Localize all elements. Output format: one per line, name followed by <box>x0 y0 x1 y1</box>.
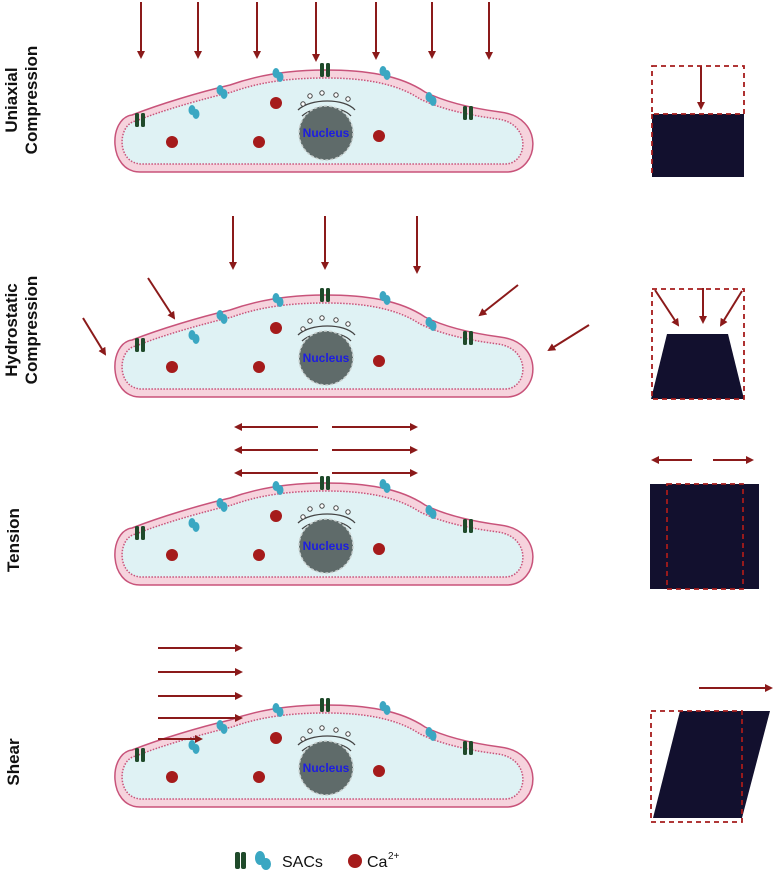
sac-blue <box>216 720 228 734</box>
sac-blue <box>216 310 228 324</box>
sac-blue <box>216 85 228 99</box>
sac-green-legend-icon <box>235 852 246 869</box>
ca-legend-icon <box>348 854 362 868</box>
cell-uniaxial: Nucleus <box>114 63 534 173</box>
uniaxial-deformed-block <box>652 114 744 177</box>
uniaxial-original-outline <box>651 65 745 115</box>
sac-blue-legend-icon <box>255 851 271 870</box>
hydrostatic-force-arrow <box>147 277 176 320</box>
nucleus-label: Nucleus <box>303 539 350 553</box>
shear-deformed-block <box>653 711 770 818</box>
sac-blue <box>188 330 200 344</box>
nucleus-label: Nucleus <box>303 126 350 140</box>
hydrostatic-deformed-block <box>651 334 744 399</box>
sac-blue <box>216 498 228 512</box>
sac-blue <box>272 293 284 307</box>
tension-original-outline <box>666 483 744 590</box>
sac-green <box>135 113 145 127</box>
row-label-uniaxial: Uniaxial Compression <box>2 46 42 155</box>
ca-ion <box>166 361 178 373</box>
hydrostatic-original-outline <box>651 288 745 400</box>
nucleus <box>298 105 354 161</box>
cell-shear: Nucleus <box>114 698 534 808</box>
sac-green <box>320 288 330 302</box>
row-label-line: Compression <box>22 275 41 385</box>
sac-green <box>463 331 473 345</box>
sac-blue <box>425 505 437 519</box>
ca-ion <box>373 543 385 555</box>
sac-blue <box>188 740 200 754</box>
ca-ion <box>253 361 265 373</box>
row-label-line: Tension <box>4 508 23 572</box>
sac-green <box>135 338 145 352</box>
sac-blue <box>425 317 437 331</box>
ca-ion <box>166 771 178 783</box>
sac-green <box>135 526 145 540</box>
sac-blue <box>379 291 391 305</box>
shear-original-outline <box>650 710 743 823</box>
ca-ion <box>373 355 385 367</box>
legend-ca-superscript: 2+ <box>388 851 400 862</box>
nucleus <box>298 330 354 386</box>
sac-green <box>135 748 145 762</box>
row-label-tension: Tension <box>4 508 24 572</box>
ca-ion <box>253 136 265 148</box>
ca-ion <box>373 765 385 777</box>
sac-blue <box>379 479 391 493</box>
hydrostatic-force-arrow <box>82 317 107 356</box>
sac-blue <box>379 701 391 715</box>
sac-blue <box>188 518 200 532</box>
hydrostatic-block-arrow <box>654 289 680 327</box>
sac-green <box>320 476 330 490</box>
sac-blue <box>379 66 391 80</box>
sac-blue <box>272 481 284 495</box>
nucleus-label: Nucleus <box>303 351 350 365</box>
ca-ion <box>253 771 265 783</box>
ca-ion <box>270 732 282 744</box>
sac-blue <box>425 727 437 741</box>
ca-ion <box>253 549 265 561</box>
sac-blue <box>188 105 200 119</box>
ca-ion <box>270 322 282 334</box>
ca-ion <box>373 130 385 142</box>
ca-ion <box>166 136 178 148</box>
tension-deformed-block <box>650 484 759 589</box>
row-label-line: Compression <box>22 45 41 155</box>
nucleus-label: Nucleus <box>303 761 350 775</box>
nucleus <box>298 518 354 574</box>
sac-blue <box>272 68 284 82</box>
sac-green <box>320 63 330 77</box>
cell-hydrostatic: Nucleus <box>114 288 534 398</box>
sac-green <box>320 698 330 712</box>
row-label-line: Uniaxial <box>2 67 21 133</box>
legend: SACs Ca 2+ <box>235 851 400 871</box>
sac-blue <box>272 703 284 717</box>
hydrostatic-force-arrow <box>478 284 519 317</box>
hydrostatic-block-arrow <box>719 290 743 327</box>
cell-tension: Nucleus <box>114 476 534 586</box>
ca-ion <box>166 549 178 561</box>
row-label-line: Hydrostatic <box>2 283 21 377</box>
sac-green <box>463 106 473 120</box>
ca-ion <box>270 97 282 109</box>
row-label-shear: Shear <box>4 738 24 785</box>
ca-ion <box>270 510 282 522</box>
nucleus <box>298 740 354 796</box>
row-label-hydrostatic: Hydrostatic Compression <box>2 276 42 385</box>
sac-green <box>463 519 473 533</box>
sac-blue <box>425 92 437 106</box>
sac-green <box>463 741 473 755</box>
hydrostatic-force-arrow <box>547 324 590 352</box>
row-label-line: Shear <box>4 738 23 786</box>
legend-ca-label: Ca <box>367 854 388 871</box>
legend-sacs-label: SACs <box>282 854 323 871</box>
